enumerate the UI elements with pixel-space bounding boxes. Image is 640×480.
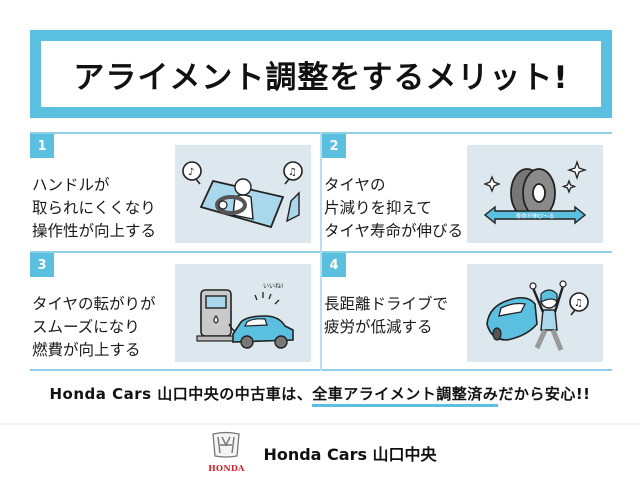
footer-divider (0, 423, 640, 425)
fuel-pump-car-icon: いいね! (175, 264, 311, 362)
benefit-text: タイヤの転がりが スムーズになり 燃費が向上する (32, 295, 156, 359)
benefit-card-4: 4 長距離ドライブで 疲労が低減する ♫ (322, 253, 612, 371)
honda-logo: HONDA (203, 431, 249, 475)
benefits-grid: 1 ハンドルが 取られにくくなり 操作性が向上する ♪ ♫ 2 タイヤの 片減り… (30, 132, 612, 371)
benefit-number-badge: 4 (322, 253, 346, 277)
tagline: Honda Cars 山口中央の中古車は、全車アライメント調整済みだから安心!! (0, 383, 640, 407)
arrow-label: 寿命が伸び～る (516, 212, 555, 220)
benefit-text: タイヤの 片減りを抑えて タイヤ寿命が伸びる (324, 176, 464, 240)
tire-lifespan-icon: 寿命が伸び～る (467, 145, 603, 243)
svg-text:♫: ♫ (574, 298, 583, 309)
svg-text:♫: ♫ (288, 167, 297, 178)
benefit-card-1: 1 ハンドルが 取られにくくなり 操作性が向上する ♪ ♫ (30, 134, 320, 252)
benefit-text: ハンドルが 取られにくくなり 操作性が向上する (32, 176, 157, 240)
driver-steering-icon: ♪ ♫ (175, 145, 311, 243)
benefit-text: 長距離ドライブで 疲労が低減する (324, 295, 449, 336)
benefit-card-2: 2 タイヤの 片減りを抑えて タイヤ寿命が伸びる 寿命が伸び～る (322, 134, 612, 252)
benefit-number-badge: 2 (322, 134, 346, 158)
honda-wordmark: HONDA (208, 463, 245, 473)
svg-text:♪: ♪ (188, 167, 194, 178)
tagline-highlight: 全車アライメント調整済み (312, 385, 499, 407)
happy-person-car-icon: ♫ (467, 264, 603, 362)
dealer-name: Honda Cars 山口中央 (263, 445, 437, 464)
grid-divider (320, 132, 322, 371)
page-title: アライメント調整をするメリット! (73, 59, 569, 96)
benefit-number-badge: 1 (30, 134, 54, 158)
speech-label: いいね! (263, 283, 283, 290)
footer: HONDA Honda Cars 山口中央 (0, 426, 640, 480)
tagline-prefix: Honda Cars 山口中央の中古車は、 (49, 385, 313, 403)
benefit-card-3: 3 タイヤの転がりが スムーズになり 燃費が向上する いいね! (30, 253, 320, 371)
tagline-suffix: だから安心!! (498, 385, 591, 403)
title-banner: アライメント調整をするメリット! (30, 30, 612, 118)
benefit-number-badge: 3 (30, 253, 54, 277)
honda-h-mark-icon (212, 431, 241, 458)
